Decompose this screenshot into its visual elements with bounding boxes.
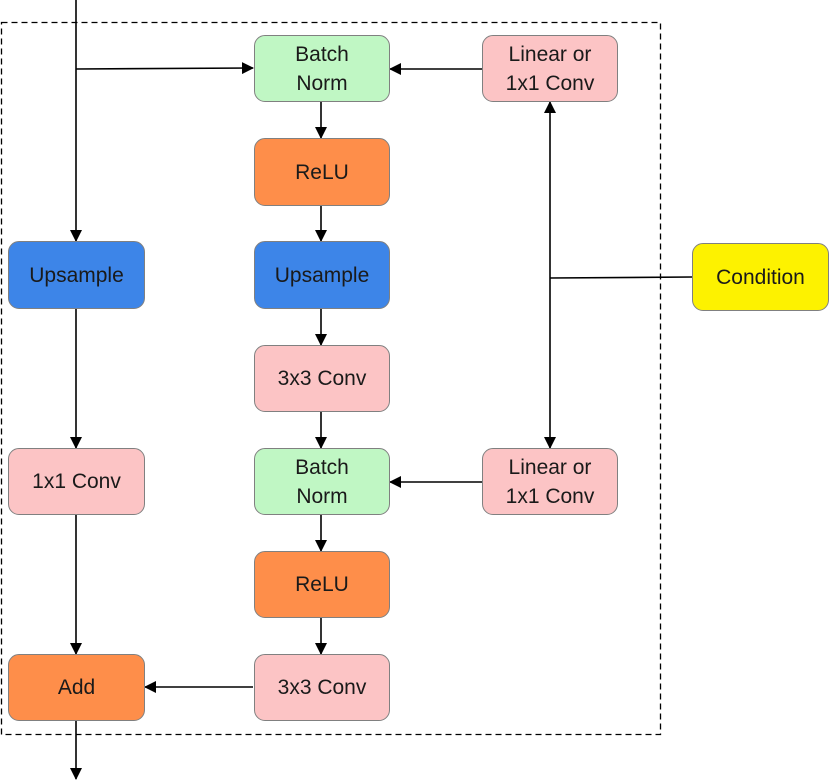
upsample-main-node: Upsample [254,241,390,309]
add-node: Add [8,654,145,721]
conv1x1-skip-node: 1x1 Conv [8,448,145,515]
relu-1-node: ReLU [254,138,390,206]
condition-node: Condition [692,243,829,311]
conv3x3-1-node: 3x3 Conv [254,345,390,412]
upsample-skip-node: Upsample [8,241,145,309]
batch-norm-1-node: Batch Norm [254,35,390,102]
batch-norm-2-node: Batch Norm [254,448,390,515]
relu-2-node: ReLU [254,551,390,618]
block-boundary [0,21,662,736]
linear-1-node: Linear or 1x1 Conv [482,35,618,102]
input-to-bn1-arrow [75,62,254,75]
conv3x3-2-node: 3x3 Conv [254,654,390,721]
condition-feed-line [549,276,693,279]
linear-2-node: Linear or 1x1 Conv [482,448,618,515]
